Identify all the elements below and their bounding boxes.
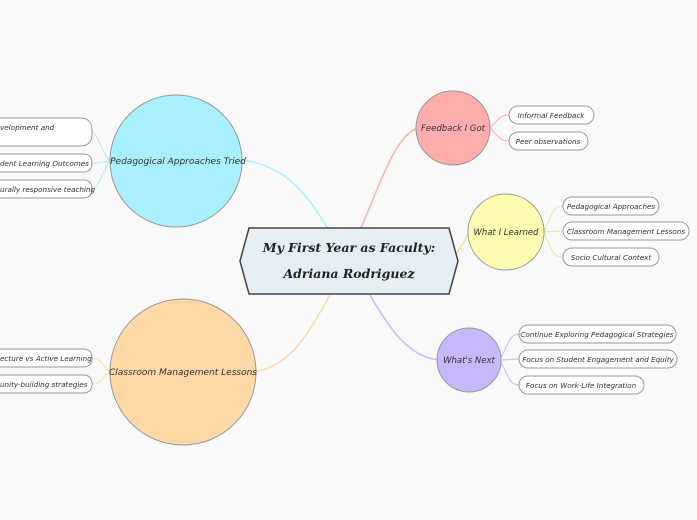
connector-nx-sub-2 [499, 358, 521, 361]
subtopic-fb-2[interactable]: Peer observations [508, 131, 589, 151]
subtopic-cls-1-label: ecture vs Active Learning [0, 354, 92, 363]
central-title-line2: Adriana Rodriguez [282, 266, 415, 281]
subtopic-nx-2-label: Focus on Student Engagement and Equity [522, 355, 674, 364]
subtopic-fb-1[interactable]: Informal Feedback [508, 105, 595, 125]
topic-feedback[interactable]: Feedback I Got [415, 90, 491, 166]
subtopic-ln-3-label: Socio Cultural Context [571, 253, 653, 262]
connector-classroom [249, 294, 331, 373]
subtopic-ln-3[interactable]: Socio Cultural Context [562, 247, 660, 267]
connector-pedagogical [239, 159, 331, 233]
subtopic-ln-2[interactable]: Classroom Management Lessons [562, 221, 690, 241]
central-topic[interactable]: My First Year as Faculty: Adriana Rodrig… [239, 227, 459, 295]
topic-whats-next[interactable]: What's Next [436, 327, 502, 393]
connector-ped-sub-3 [91, 160, 111, 190]
connector-nx-sub-1 [499, 333, 521, 361]
central-title-line1: My First Year as Faculty: [262, 240, 436, 255]
connector-cls-sub-2 [91, 371, 111, 385]
topic-next-label: What's Next [443, 356, 495, 366]
subtopic-nx-3[interactable]: Focus on Work-Life Integration [518, 375, 645, 395]
connector-ped-sub-1 [89, 131, 111, 162]
subtopic-ped-1-label: velopment and [0, 123, 55, 132]
connector-feedback [359, 127, 419, 231]
topic-pedagogical-approaches[interactable]: Pedagogical Approaches Tried [109, 94, 246, 228]
subtopic-nx-3-label: Focus on Work-Life Integration [526, 381, 637, 390]
topic-pedagogical-label: Pedagogical Approaches Tried [110, 157, 246, 167]
subtopic-ped-3[interactable]: urally responsive teaching [0, 179, 95, 199]
connector-fb-sub-1 [489, 114, 511, 129]
subtopic-fb-2-label: Peer observations [516, 137, 581, 146]
topic-learned-label: What I Learned [474, 228, 540, 238]
connector-ln-sub-3 [543, 231, 564, 258]
subtopic-nx-1[interactable]: Continue Exploring Pedagogical Strategie… [518, 324, 677, 344]
subtopic-cls-1[interactable]: ecture vs Active Learning [0, 348, 93, 368]
connector-nx-sub-3 [499, 359, 521, 386]
topic-feedback-label: Feedback I Got [421, 124, 486, 134]
topic-what-i-learned[interactable]: What I Learned [467, 193, 545, 271]
topic-classroom-label: Classroom Management Lessons [109, 368, 257, 378]
connector-next [369, 294, 441, 361]
subtopic-nx-1-label: Continue Exploring Pedagogical Strategie… [520, 330, 674, 339]
subtopic-ped-3-label: urally responsive teaching [0, 185, 95, 194]
subtopic-fb-1-label: Informal Feedback [518, 111, 586, 120]
subtopic-cls-2-label: unity-building strategies [0, 380, 88, 389]
connector-fb-sub-2 [489, 127, 511, 142]
subtopic-ped-2-label: dent Learning Outcomes [0, 159, 89, 168]
connector-ln-sub-2 [543, 230, 564, 233]
subtopic-ln-1[interactable]: Pedagogical Approaches [562, 196, 660, 216]
subtopic-cls-2[interactable]: unity-building strategies [0, 374, 93, 394]
subtopic-ped-2[interactable]: dent Learning Outcomes [0, 153, 93, 173]
connector-cls-sub-1 [91, 357, 111, 373]
subtopic-ln-2-label: Classroom Management Lessons [567, 227, 685, 236]
subtopic-nx-2[interactable]: Focus on Student Engagement and Equity [518, 349, 678, 369]
connector-ped-sub-2 [91, 160, 111, 164]
connector-ln-sub-1 [543, 205, 564, 233]
topic-classroom-management[interactable]: Classroom Management Lessons [109, 298, 257, 446]
subtopic-ln-1-label: Pedagogical Approaches [567, 202, 656, 211]
subtopic-ped-1[interactable]: velopment and [0, 117, 93, 147]
